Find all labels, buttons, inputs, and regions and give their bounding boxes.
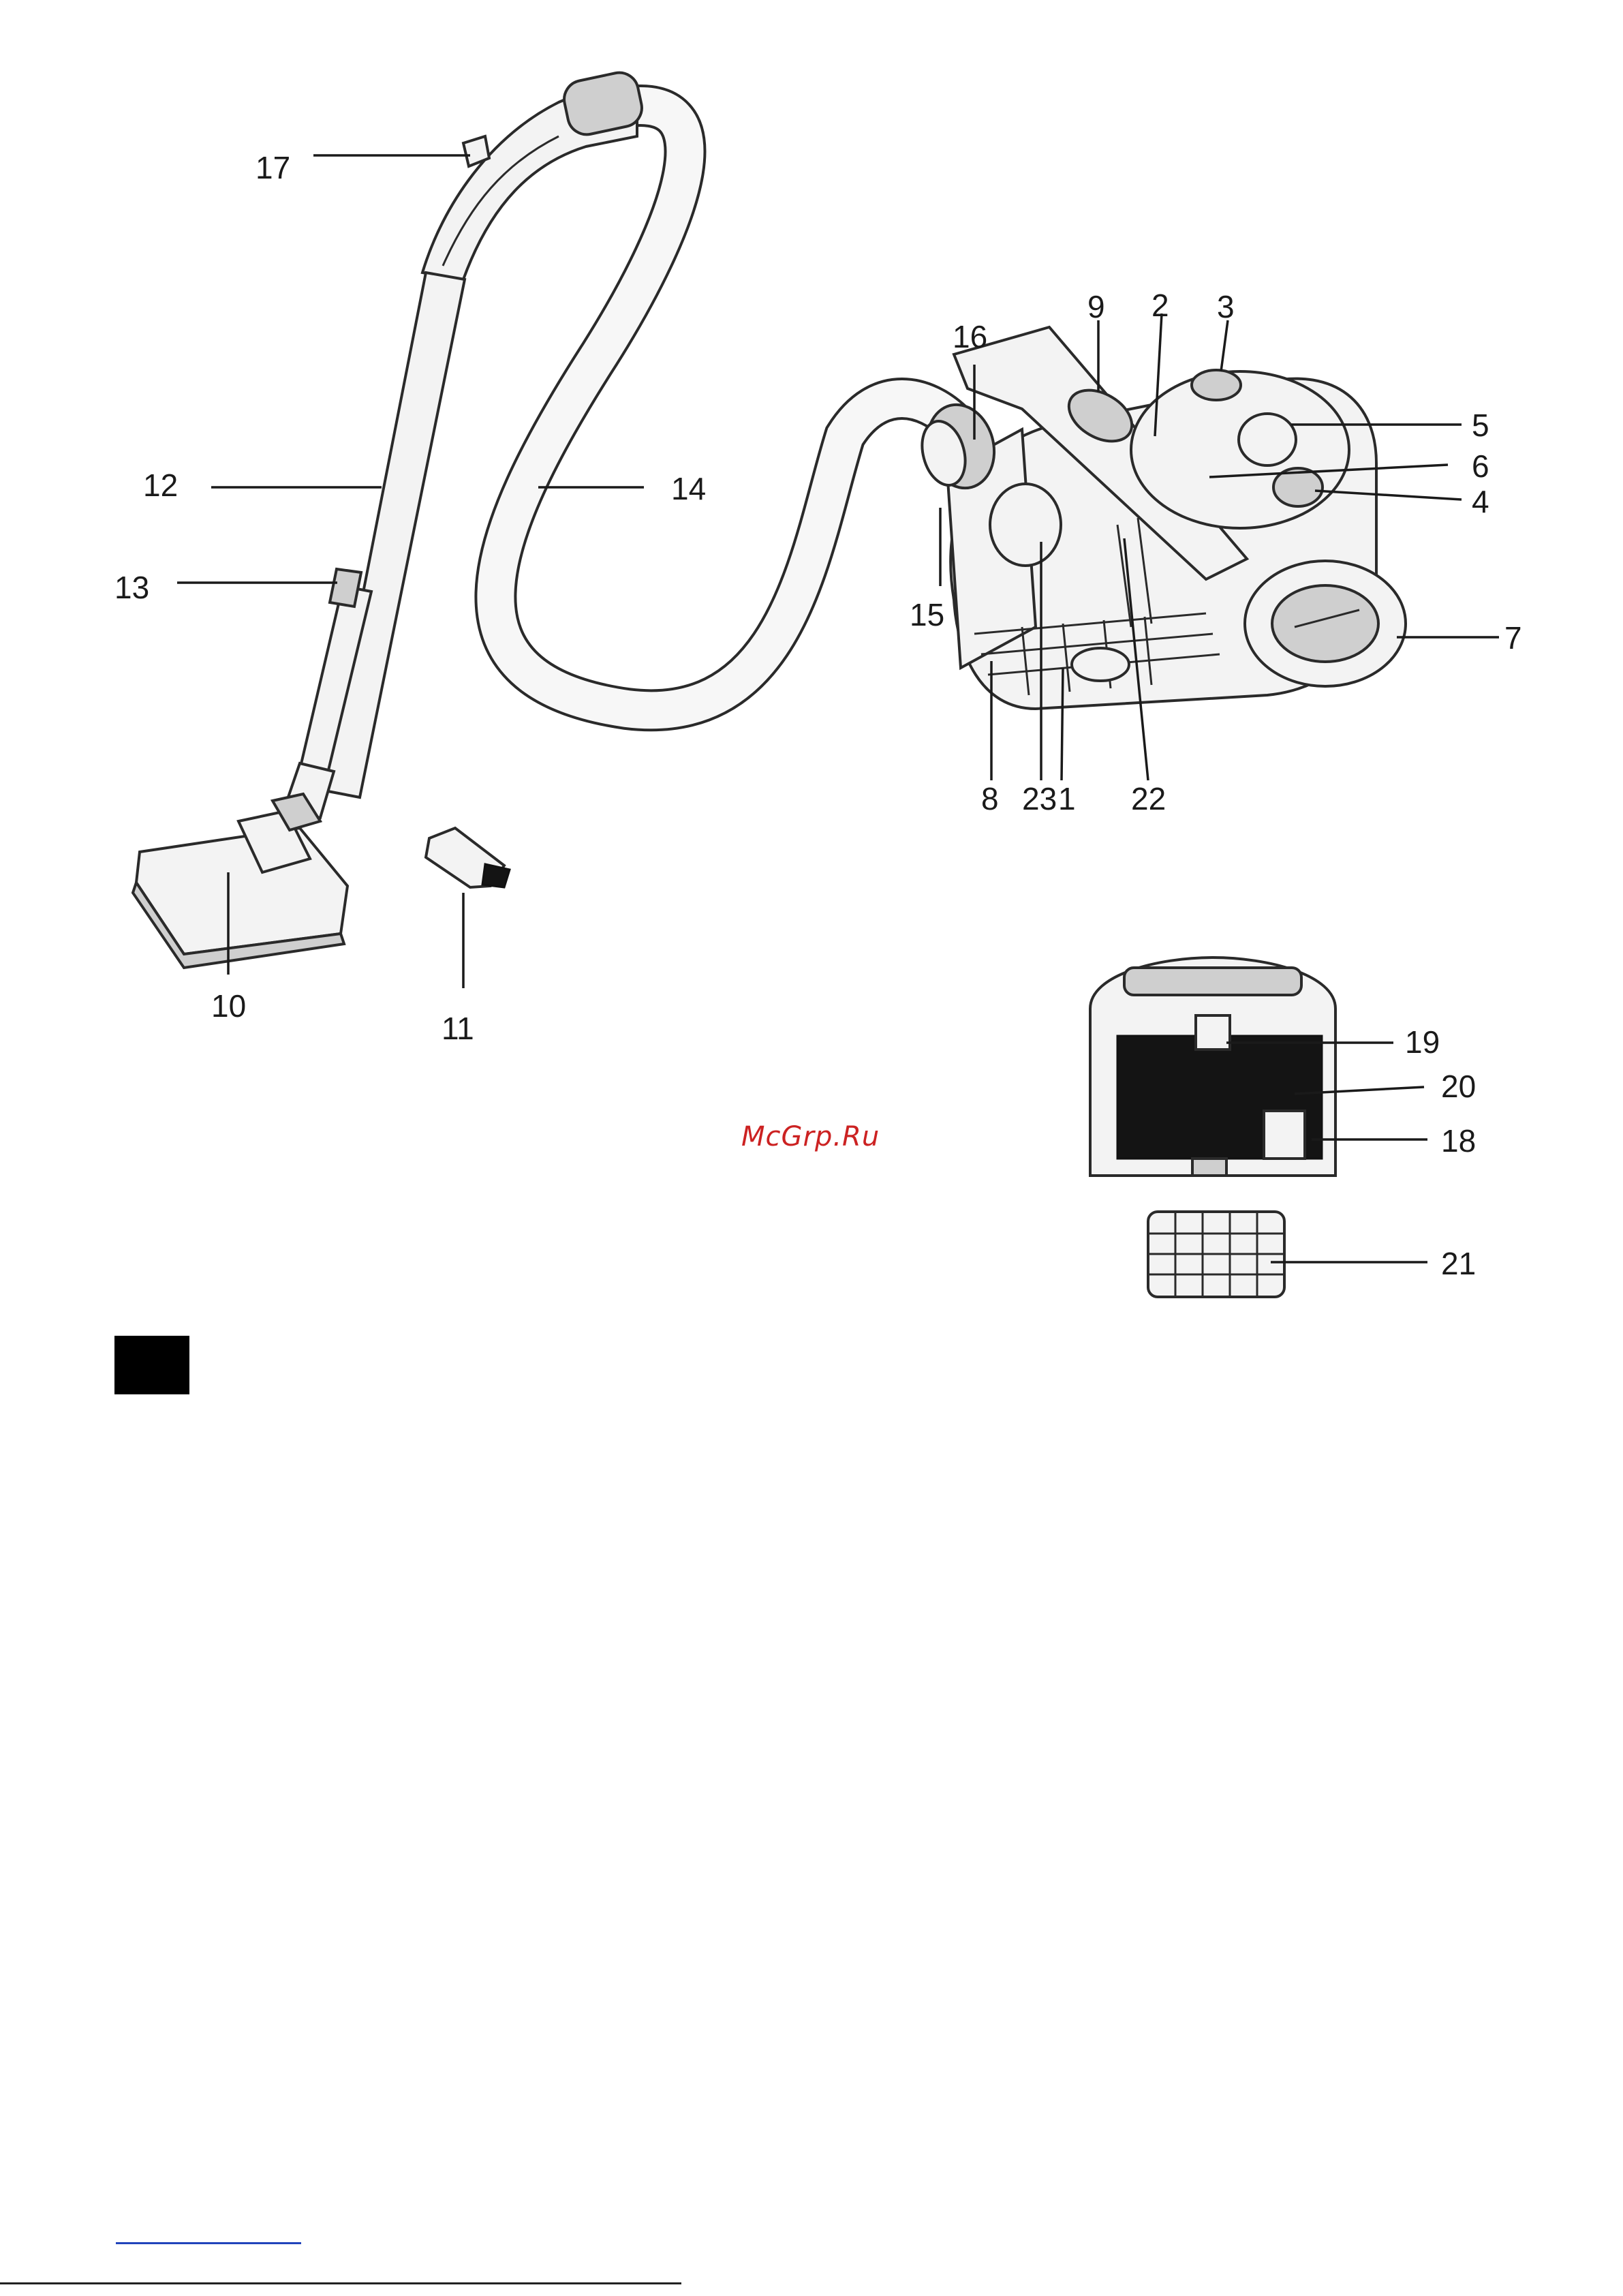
callout-3: 3 bbox=[1217, 289, 1235, 324]
callout-19: 19 bbox=[1405, 1024, 1440, 1060]
callout-1: 1 bbox=[1058, 781, 1076, 816]
callout-10: 10 bbox=[211, 988, 246, 1024]
callout-5: 5 bbox=[1472, 408, 1489, 443]
callout-23: 23 bbox=[1022, 781, 1057, 816]
watermark-text: McGrp.Ru bbox=[741, 1121, 880, 1152]
callout-20: 20 bbox=[1441, 1069, 1476, 1104]
callout-18: 18 bbox=[1441, 1123, 1476, 1159]
hose-handle bbox=[422, 69, 645, 279]
callout-11: 11 bbox=[442, 1011, 474, 1046]
hose bbox=[495, 106, 954, 710]
callout-16: 16 bbox=[953, 319, 987, 354]
language-marker-box bbox=[114, 1336, 189, 1394]
vacuum-body bbox=[916, 327, 1406, 709]
crevice-nozzle bbox=[426, 828, 510, 887]
callout-9: 9 bbox=[1087, 289, 1105, 324]
floor-brush bbox=[133, 794, 347, 968]
footer-link-underline[interactable] bbox=[116, 2242, 301, 2244]
callout-17: 17 bbox=[256, 150, 290, 185]
callout-8: 8 bbox=[981, 781, 999, 816]
callout-4: 4 bbox=[1472, 484, 1489, 519]
filter-grid bbox=[1148, 1212, 1284, 1297]
callout-21: 21 bbox=[1441, 1246, 1476, 1281]
callout-7: 7 bbox=[1504, 620, 1522, 656]
footer-rule bbox=[0, 2282, 681, 2284]
callout-14: 14 bbox=[671, 471, 706, 506]
telescopic-tube bbox=[283, 273, 465, 818]
callout-13: 13 bbox=[114, 570, 149, 605]
callout-12: 12 bbox=[143, 468, 178, 503]
callout-2: 2 bbox=[1151, 288, 1169, 323]
callout-15: 15 bbox=[910, 597, 944, 632]
callout-22: 22 bbox=[1131, 781, 1166, 816]
callout-6: 6 bbox=[1472, 448, 1489, 484]
rear-view bbox=[1090, 958, 1335, 1176]
